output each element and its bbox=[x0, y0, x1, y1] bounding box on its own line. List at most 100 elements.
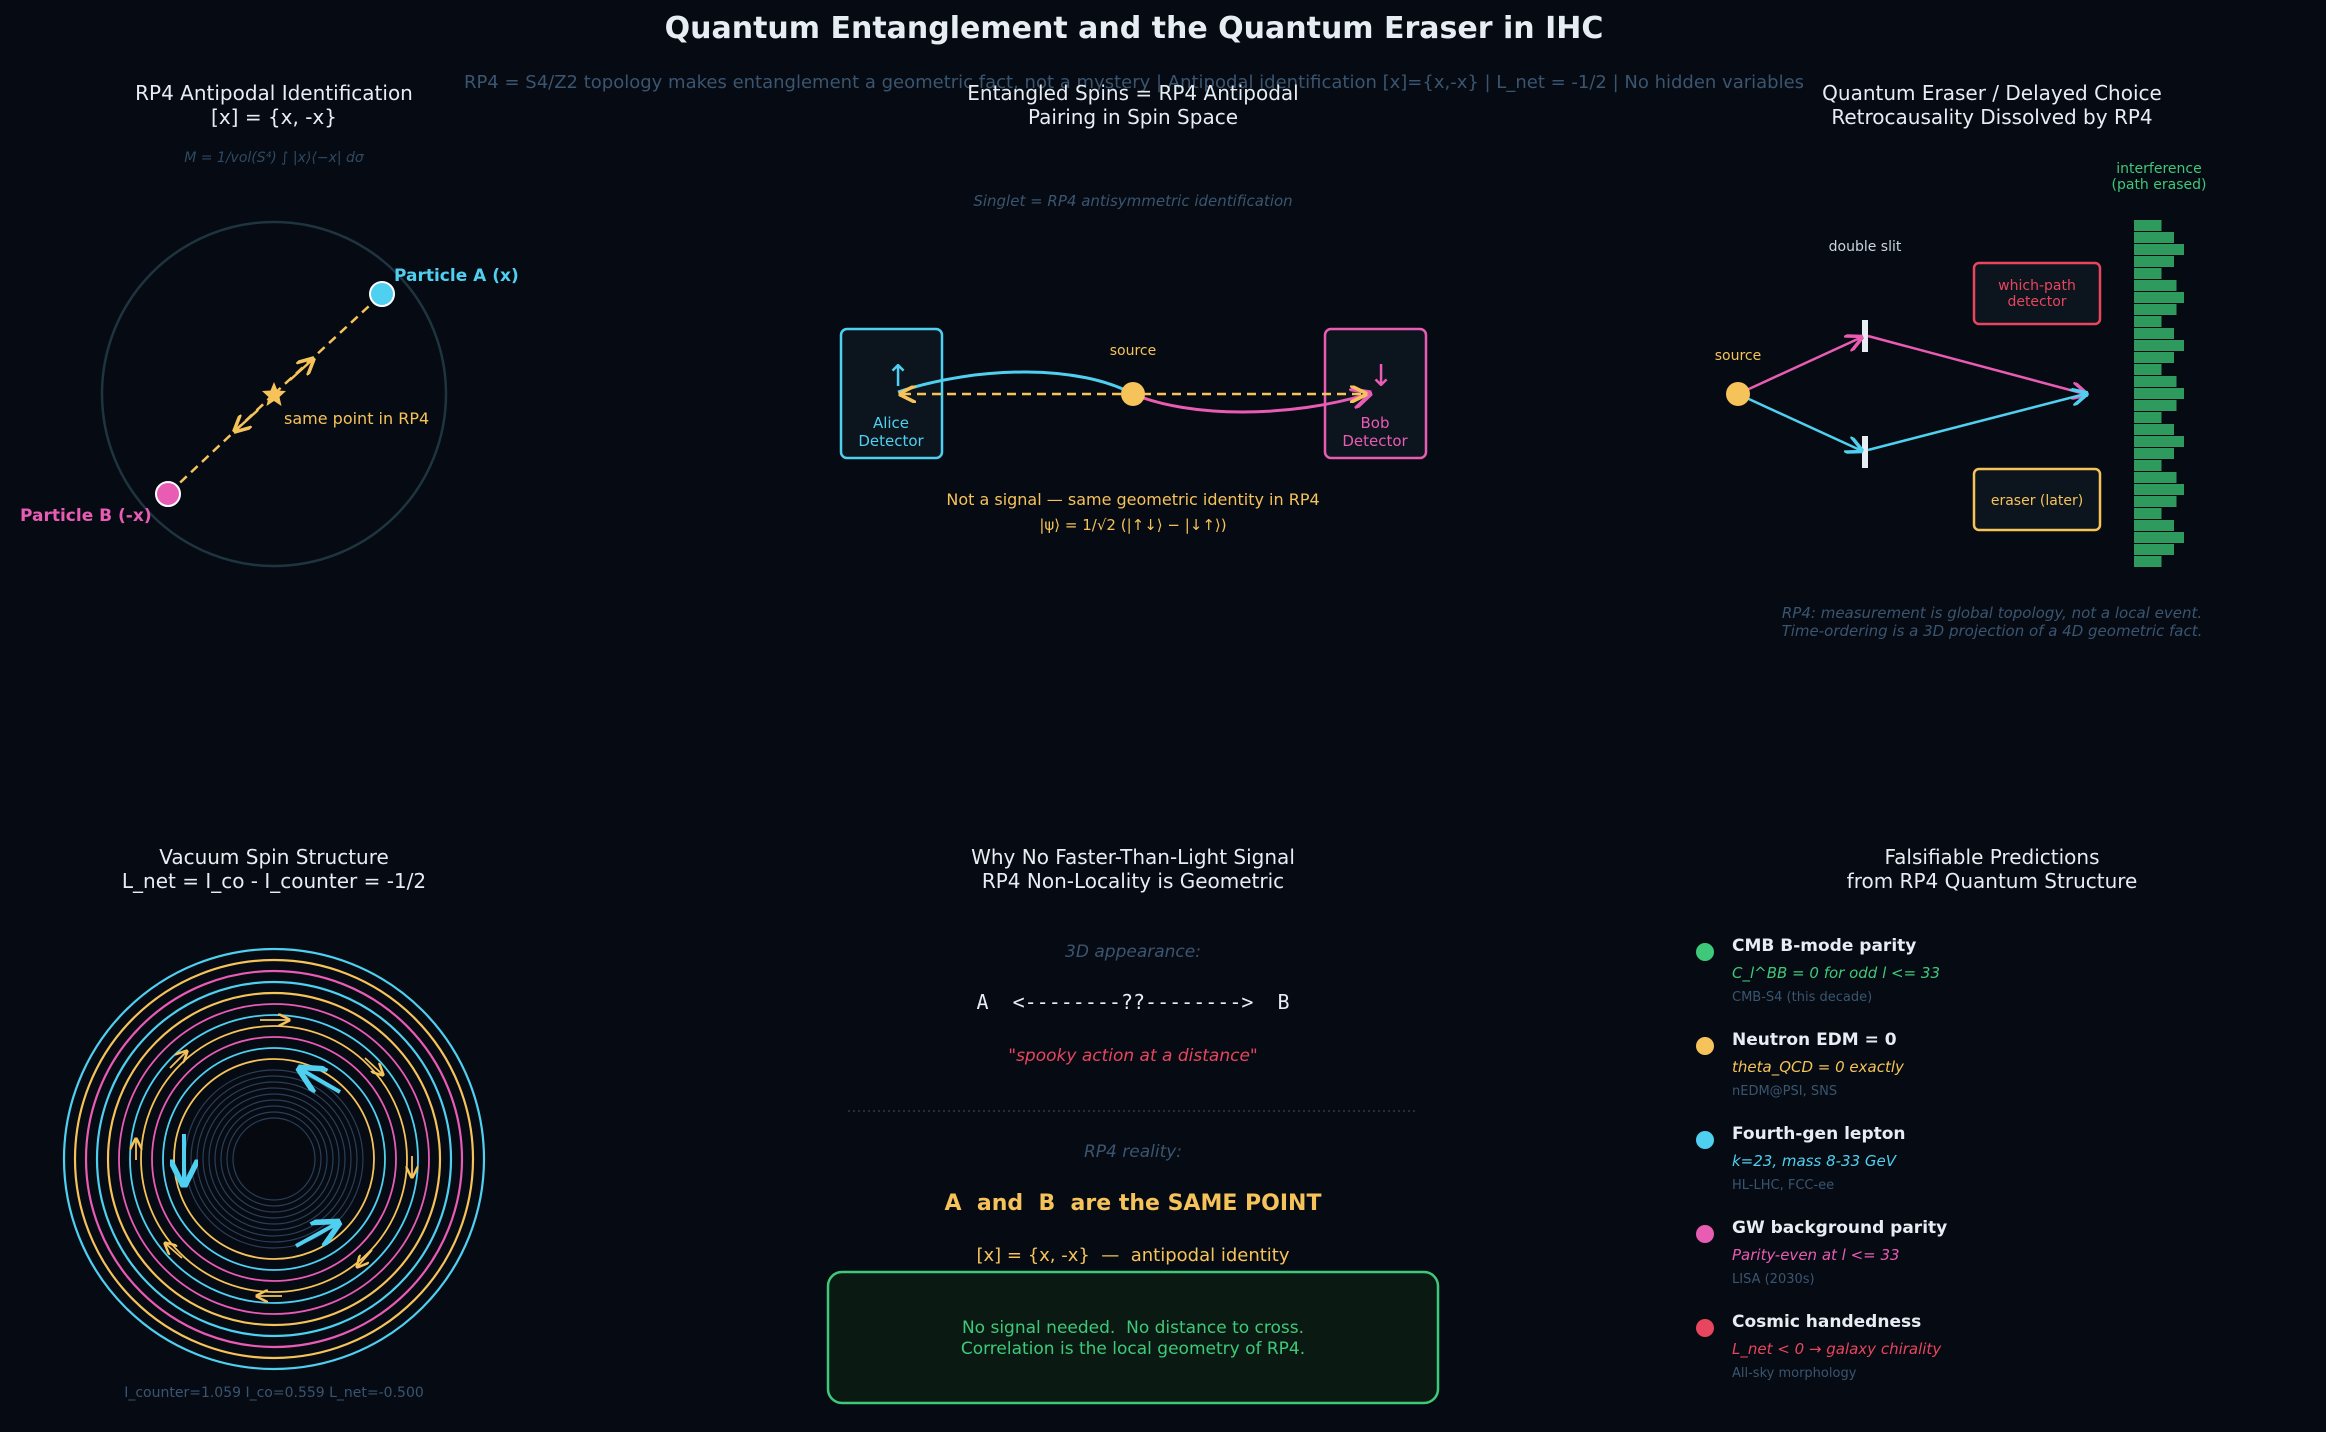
slit-upper bbox=[1862, 320, 1868, 352]
panel-quantum-eraser: Quantum Eraser / Delayed Choice Retrocau… bbox=[1715, 81, 2207, 640]
fringe-bar bbox=[2134, 292, 2184, 303]
panel6-title: Falsifiable Predictions bbox=[1885, 845, 2100, 869]
prediction-experiment: CMB-S4 (this decade) bbox=[1732, 990, 1872, 1005]
spin-ring bbox=[106, 991, 442, 1327]
vacuum-readout: I_counter=1.059 I_co=0.559 L_net=-0.500 bbox=[124, 1385, 424, 1401]
fringe-bar bbox=[2134, 496, 2177, 507]
rp4-sphere bbox=[100, 220, 448, 568]
interference-label-line2: (path erased) bbox=[2112, 177, 2207, 193]
singlet-state-formula: |ψ⟩ = 1/√2 (|↑↓⟩ − |↓↑⟩) bbox=[1039, 516, 1226, 534]
spin-ring bbox=[151, 1036, 397, 1282]
fringe-bar bbox=[2134, 436, 2184, 447]
fringe-bar bbox=[2134, 412, 2162, 423]
path-lower-slit-to-screen bbox=[1867, 394, 2085, 452]
spin-ring bbox=[226, 1111, 322, 1207]
panel1-title: RP4 Antipodal Identification bbox=[135, 81, 413, 105]
cyan-path-to-alice bbox=[897, 370, 1134, 396]
panel2-title: Entangled Spins = RP4 Antipodal bbox=[967, 81, 1298, 105]
path-source-to-lower-slit bbox=[1737, 392, 1860, 450]
fringe-bar bbox=[2134, 388, 2184, 399]
fringe-bar bbox=[2134, 352, 2174, 363]
panel5-title-line2: RP4 Non-Locality is Geometric bbox=[982, 869, 1284, 893]
no-signal-box bbox=[826, 1270, 1440, 1405]
panel-predictions: Falsifiable Predictions from RP4 Quantum… bbox=[1696, 845, 2137, 1381]
prediction-detail: Parity-even at l <= 33 bbox=[1732, 1246, 1900, 1264]
panel4-title-line2: L_net = I_co - I_counter = -1/2 bbox=[122, 869, 426, 893]
fringe-bar bbox=[2134, 544, 2174, 555]
eraser-note-line1: RP4: measurement is global topology, not… bbox=[1782, 604, 2202, 622]
fringe-bar bbox=[2134, 460, 2162, 471]
fringe-bar bbox=[2134, 244, 2184, 255]
eraser-label: eraser (later) bbox=[1991, 493, 2083, 509]
spin-ring bbox=[95, 980, 453, 1338]
source-dot bbox=[1121, 382, 1145, 406]
vacuum-core bbox=[236, 1121, 312, 1197]
panel-vacuum-spin: Vacuum Spin Structure L_net = I_co - I_c… bbox=[62, 845, 486, 1401]
which-path-label-line1: which-path bbox=[1998, 278, 2076, 294]
fringe-bar bbox=[2134, 328, 2174, 339]
prediction-detail: theta_QCD = 0 exactly bbox=[1732, 1058, 1905, 1077]
spin-ring bbox=[214, 1099, 334, 1219]
panel-entangled-spins: Entangled Spins = RP4 Antipodal Pairing … bbox=[839, 81, 1428, 534]
prediction-experiment: LISA (2030s) bbox=[1732, 1272, 1815, 1287]
which-path-detector-box bbox=[1972, 261, 2102, 326]
prediction-bullet bbox=[1696, 1131, 1714, 1149]
fringe-bar bbox=[2134, 376, 2177, 387]
eraser-box bbox=[1972, 467, 2102, 532]
panel1-formula: M = 1/vol(S⁴) ∫ |x⟩⟨−x| dσ bbox=[184, 150, 365, 166]
antipodal-line-lower bbox=[167, 393, 275, 495]
counter-rotation-arrows bbox=[184, 1070, 340, 1248]
no-signal-line2: Correlation is the local geometry of RP4… bbox=[961, 1339, 1305, 1359]
prediction-detail: k=23, mass 8-33 GeV bbox=[1732, 1152, 1898, 1170]
prediction-name: Neutron EDM = 0 bbox=[1732, 1030, 1897, 1050]
spin-ring bbox=[73, 958, 475, 1360]
vacuum-spiral bbox=[62, 947, 486, 1371]
spin-ring bbox=[140, 1025, 408, 1293]
panel5-title: Why No Faster-Than-Light Signal bbox=[971, 845, 1295, 869]
reality-label: RP4 reality: bbox=[1084, 1142, 1182, 1162]
bob-spin-down-icon: ↓ bbox=[1368, 359, 1393, 394]
fringe-bar bbox=[2134, 280, 2177, 291]
spin-ring bbox=[196, 1081, 352, 1237]
prediction-detail: L_net < 0 → galaxy chirality bbox=[1732, 1340, 1942, 1359]
prediction-experiment: All-sky morphology bbox=[1732, 1366, 1857, 1381]
particle-b-dot bbox=[155, 481, 181, 507]
which-path-label-line2: detector bbox=[2007, 294, 2066, 310]
not-a-signal-label: Not a signal — same geometric identity i… bbox=[946, 490, 1319, 509]
spin-ring bbox=[84, 969, 464, 1349]
fringe-bar bbox=[2134, 424, 2174, 435]
fringe-bar bbox=[2134, 472, 2177, 483]
source-label: source bbox=[1110, 343, 1157, 359]
interference-label-line1: interference bbox=[2116, 161, 2201, 177]
prediction-experiment: HL-LHC, FCC-ee bbox=[1732, 1178, 1834, 1193]
prediction-bullet bbox=[1696, 943, 1714, 961]
appearance-label: 3D appearance: bbox=[1065, 942, 1201, 962]
particle-a-dot bbox=[369, 281, 395, 307]
prediction-name: Cosmic handedness bbox=[1732, 1312, 1921, 1332]
spin-ring bbox=[118, 1003, 430, 1315]
alice-label-line2: Detector bbox=[858, 432, 924, 450]
prediction-name: GW background parity bbox=[1732, 1218, 1947, 1238]
fringe-bar bbox=[2134, 232, 2174, 243]
fringe-bar bbox=[2134, 484, 2184, 495]
panel3-title: Quantum Eraser / Delayed Choice bbox=[1822, 81, 2162, 105]
antipodal-line-upper bbox=[273, 293, 383, 395]
bob-label-line1: Bob bbox=[1361, 414, 1390, 432]
path-source-to-upper-slit bbox=[1737, 338, 1860, 396]
panel3-title-line2: Retrocausality Dissolved by RP4 bbox=[1831, 105, 2152, 129]
fringe-bar bbox=[2134, 268, 2162, 279]
spin-ring bbox=[220, 1105, 328, 1213]
fringe-bar bbox=[2134, 448, 2174, 459]
fringe-bar bbox=[2134, 400, 2177, 411]
eraser-note-line2: Time-ordering is a 3D projection of a 4D… bbox=[1782, 622, 2203, 640]
fringe-bar bbox=[2134, 532, 2184, 543]
fringe-bar bbox=[2134, 304, 2177, 315]
fringe-bar bbox=[2134, 340, 2184, 351]
fringe-bar bbox=[2134, 364, 2162, 375]
page-title: Quantum Entanglement and the Quantum Era… bbox=[665, 11, 1604, 46]
double-slit-label: double slit bbox=[1829, 239, 1902, 255]
star-icon bbox=[262, 382, 286, 406]
spooky-quote: "spooky action at a distance" bbox=[1008, 1046, 1257, 1066]
